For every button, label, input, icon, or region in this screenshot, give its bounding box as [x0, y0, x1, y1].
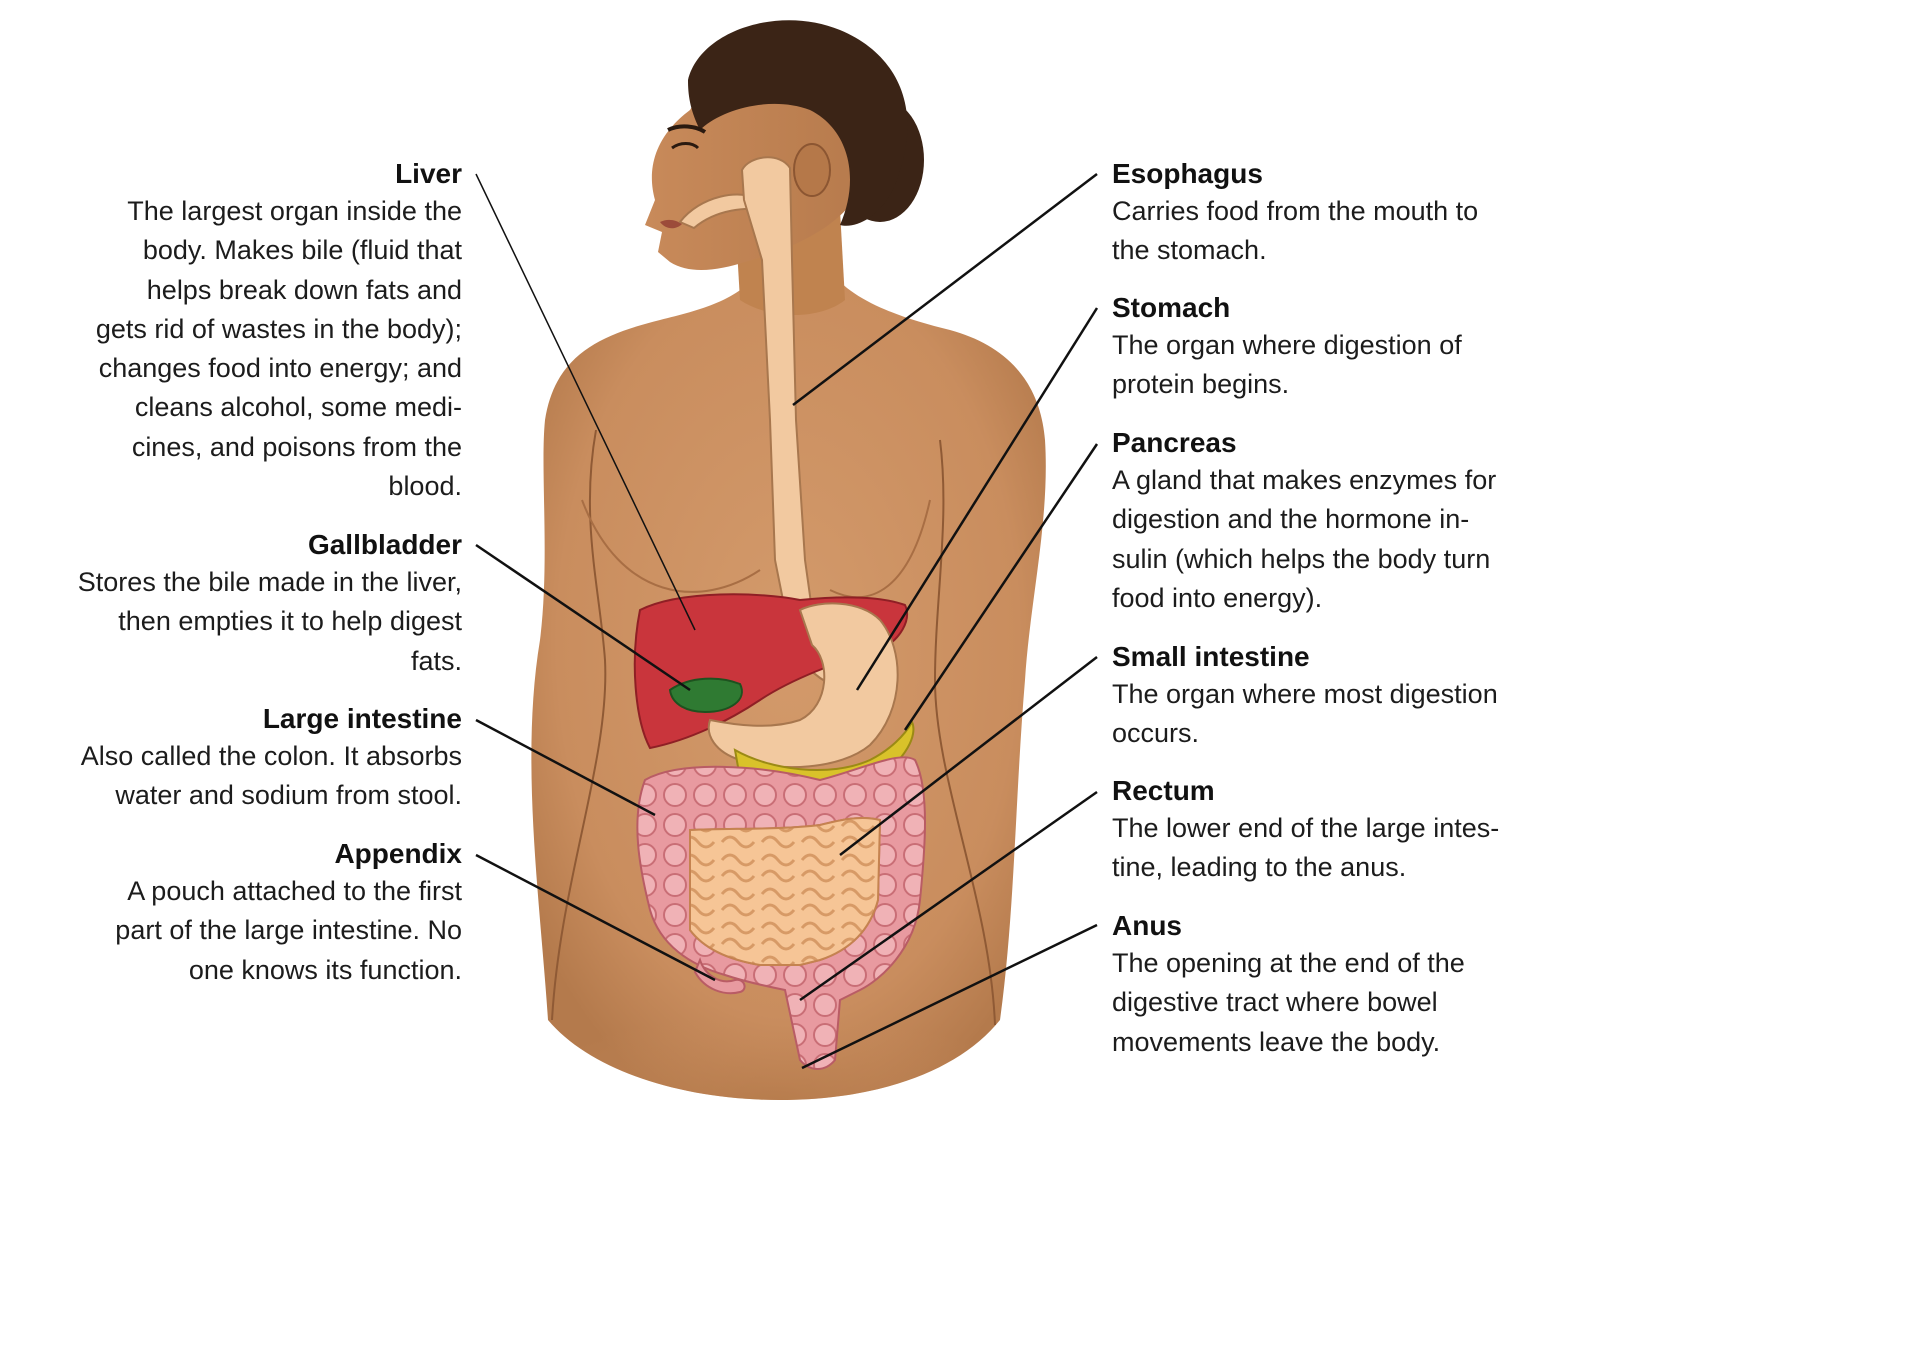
eye: [671, 142, 700, 150]
callout-pancreas: Pancreas A gland that makes enzymes for …: [1112, 425, 1564, 618]
label-large-intestine-line: Also called the colon. It absorbs: [80, 741, 462, 771]
leader-line-gallbladder: [475, 543, 691, 692]
label-large-intestine-line: water and sodium from stool.: [115, 780, 462, 811]
label-liver-line: changes food into energy; and: [98, 353, 462, 384]
leader-line-anus: [801, 923, 1098, 1070]
label-anus-line: movements leave the body.: [1112, 1026, 1441, 1057]
digestive-system-diagram: Liver The largest organ inside the body.…: [2, 20, 1564, 1100]
callout-anus: Anus The opening at the end of the diges…: [1112, 908, 1564, 1062]
label-liver-line: cleans alcohol, some medi-: [134, 392, 462, 423]
leader-line-esophagus: [792, 173, 1098, 406]
right-side-contour: [933, 439, 996, 1026]
label-pancreas-line: digestion and the hormone in-: [1112, 504, 1470, 535]
leader-line-liver: [475, 173, 696, 631]
label-esophagus-line: the stomach.: [1112, 235, 1267, 266]
leader-line-large-intestine: [475, 718, 656, 817]
label-anus-name: Anus: [1112, 910, 1182, 941]
label-liver-line: blood.: [388, 471, 462, 502]
label-anus-line: The opening at the end of the: [1112, 948, 1465, 978]
label-gallbladder-line: then empties it to help digest: [118, 606, 462, 637]
lips: [660, 219, 682, 229]
label-liver-line: The largest organ inside the: [127, 196, 462, 226]
callout-liver: Liver The largest organ inside the body.…: [22, 156, 462, 506]
label-appendix-line: A pouch attached to the first: [127, 876, 462, 906]
label-rectum-name: Rectum: [1112, 775, 1215, 806]
label-stomach-name: Stomach: [1112, 292, 1231, 323]
callout-stomach: Stomach The organ where digestion of pro…: [1112, 290, 1564, 405]
label-small-intestine-name: Small intestine: [1112, 641, 1310, 672]
digestive-system-illustration: [475, 20, 1099, 1100]
leader-line-stomach: [855, 307, 1099, 691]
label-gallbladder-name: Gallbladder: [307, 529, 462, 560]
left-breast-outline: [581, 499, 761, 593]
label-gallbladder-line: Stores the bile made in the liver,: [77, 567, 462, 597]
label-rectum-line: The lower end of the large intes-: [1112, 813, 1500, 843]
label-pancreas-name: Pancreas: [1112, 427, 1237, 458]
appendix: [693, 957, 746, 995]
label-appendix-line: one knows its function.: [188, 954, 462, 985]
callout-appendix: Appendix A pouch attached to the first p…: [2, 836, 462, 990]
label-stomach-line: The organ where digestion of: [1112, 330, 1462, 360]
eyebrow: [667, 124, 707, 134]
callout-rectum: Rectum The lower end of the large intes-…: [1112, 773, 1564, 888]
leader-line-rectum: [799, 790, 1098, 1002]
ear: [793, 143, 831, 197]
label-stomach-line: protein begins.: [1112, 369, 1290, 400]
leader-line-pancreas: [903, 443, 1099, 731]
leader-lines: [475, 173, 1099, 1070]
label-small-intestine-line: The organ where most digestion: [1112, 679, 1498, 709]
label-gallbladder-line: fats.: [410, 645, 462, 676]
leader-line-appendix: [475, 853, 716, 982]
label-liver-line: gets rid of wastes in the body);: [95, 313, 462, 344]
label-anus-line: digestive tract where bowel: [1112, 987, 1438, 1018]
label-appendix-line: part of the large intestine. No: [115, 915, 462, 946]
label-appendix-name: Appendix: [334, 838, 462, 869]
label-pancreas-line: food into energy).: [1112, 582, 1323, 613]
label-small-intestine-line: occurs.: [1112, 718, 1200, 749]
label-pancreas-line: A gland that makes enzymes for: [1112, 465, 1497, 495]
callout-esophagus: Esophagus Carries food from the mouth to…: [1112, 156, 1564, 271]
callout-gallbladder: Gallbladder Stores the bile made in the …: [2, 527, 462, 681]
small-intestine: [689, 816, 882, 966]
label-pancreas-line: sulin (which helps the body turn: [1112, 543, 1491, 574]
label-liver-line: cines, and poisons from the: [131, 431, 462, 462]
label-liver-line: helps break down fats and: [146, 274, 462, 305]
gallbladder: [668, 677, 743, 714]
label-esophagus-line: Carries food from the mouth to: [1112, 196, 1479, 226]
label-rectum-line: tine, leading to the anus.: [1112, 852, 1407, 883]
label-large-intestine-name: Large intestine: [262, 703, 462, 734]
label-liver-name: Liver: [395, 158, 462, 189]
callout-large-intestine: Large intestine Also called the colon. I…: [2, 701, 462, 816]
right-breast-outline: [829, 499, 931, 599]
label-esophagus-name: Esophagus: [1112, 158, 1263, 189]
callout-small-intestine: Small intestine The organ where most dig…: [1112, 639, 1564, 754]
label-liver-line: body. Makes bile (fluid that: [142, 235, 462, 266]
hair: [688, 20, 908, 226]
hip-shading: [548, 960, 1000, 1100]
leader-line-small-intestine: [839, 656, 1098, 856]
